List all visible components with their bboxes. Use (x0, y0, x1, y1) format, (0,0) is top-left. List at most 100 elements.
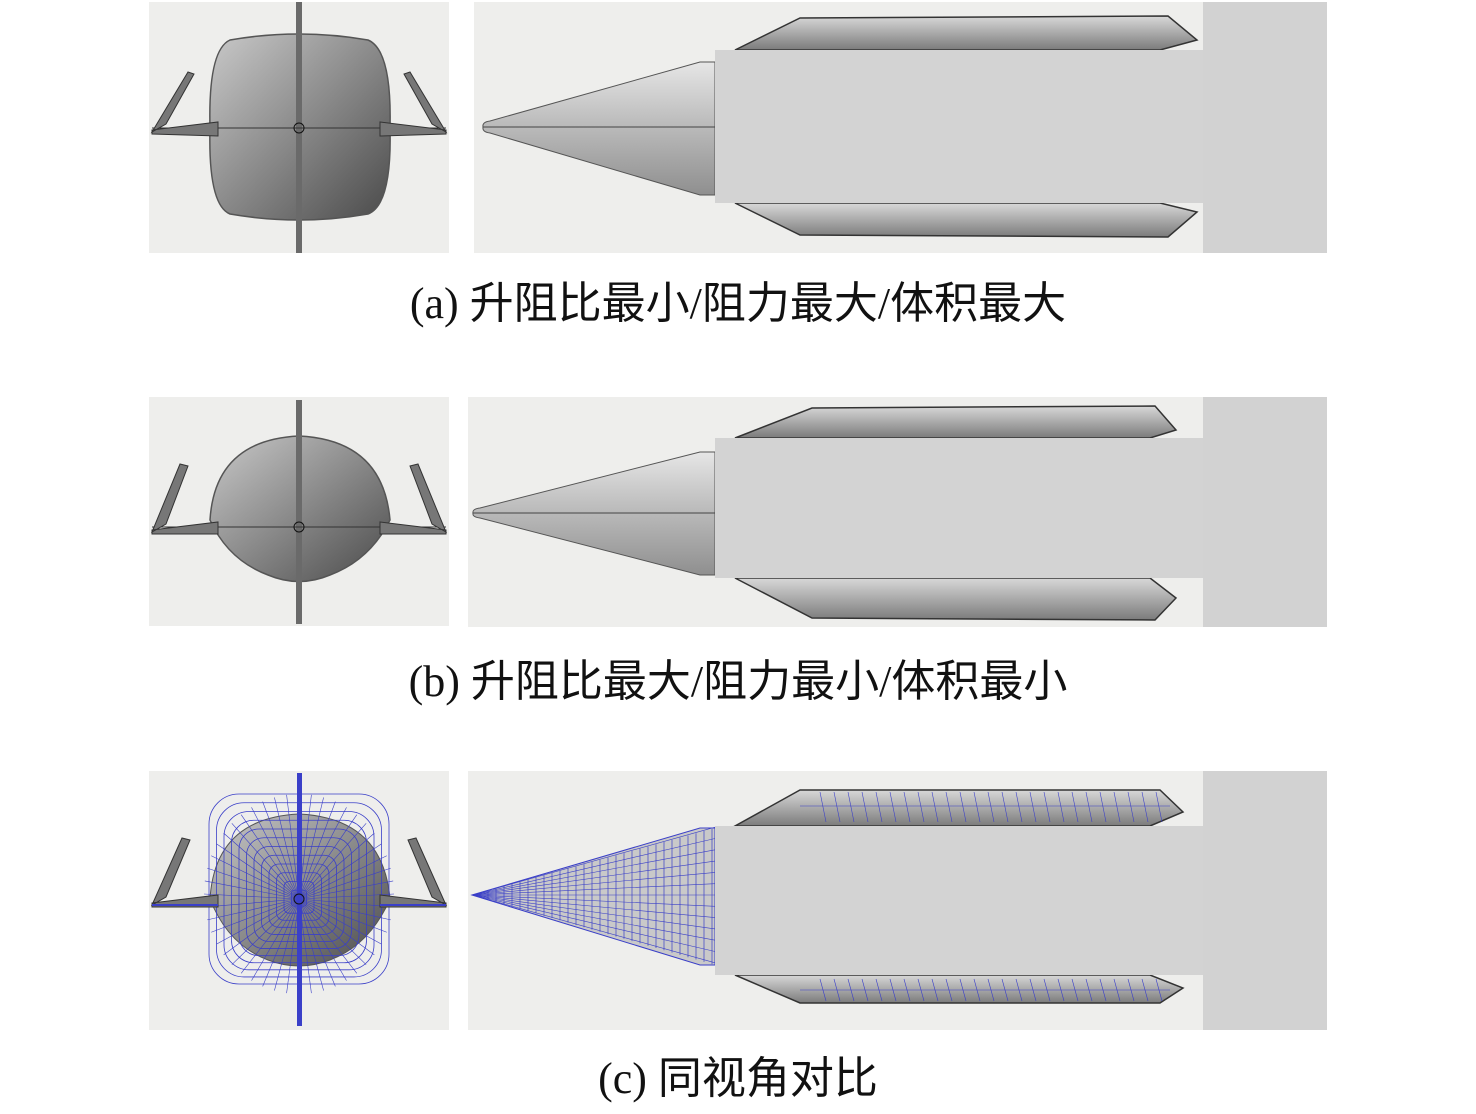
mesh-line (471, 838, 716, 896)
upper-fin (734, 15, 1199, 51)
mesh-line (987, 791, 995, 823)
mesh-line (471, 894, 716, 952)
row-b-front-view (149, 397, 449, 626)
vertical-fin (296, 400, 302, 624)
row-c-front-view (149, 771, 449, 1030)
mesh-line (1071, 791, 1079, 823)
mesh-line (298, 867, 391, 900)
mesh-line (204, 898, 300, 908)
mesh-line (1043, 791, 1051, 823)
caption-a: (a) 升阻比最小/阻力最大/体积最大 (409, 279, 1067, 328)
mesh-line (1029, 791, 1037, 823)
mesh-line (203, 893, 300, 900)
mesh-line (1001, 791, 1009, 823)
right-wing (379, 463, 448, 535)
left-wing (150, 71, 219, 137)
row-a-front-view (149, 2, 449, 253)
mesh-line (298, 898, 347, 981)
mesh-line (1099, 791, 1107, 823)
center-marker (293, 893, 305, 905)
row-c-side-view (468, 771, 1327, 1030)
mesh-line (471, 860, 716, 896)
upper-fin (734, 405, 1178, 439)
mesh-line (959, 791, 967, 823)
mesh-line (207, 898, 300, 921)
mesh-line (1085, 791, 1093, 823)
mesh-line (298, 797, 324, 900)
mesh-line (471, 883, 716, 896)
mesh-line (298, 807, 347, 900)
mesh-line (298, 823, 367, 900)
row-a-side-view (474, 2, 1327, 253)
fuselage-body (715, 50, 1203, 203)
mesh-line (298, 898, 324, 991)
mesh-line (889, 791, 897, 823)
mesh-line (240, 814, 300, 900)
fuselage-body (715, 438, 1203, 578)
mesh-line (471, 894, 716, 941)
mesh-line (298, 898, 382, 945)
mesh-line (274, 797, 300, 900)
mesh-line (240, 898, 300, 974)
mesh-line (298, 898, 387, 933)
mesh-line (945, 791, 953, 823)
mesh-line (251, 807, 300, 900)
mesh-line (471, 894, 716, 930)
mesh-line (298, 898, 358, 974)
mesh-line (298, 801, 336, 900)
mesh-line (207, 867, 300, 900)
lower-fin (734, 974, 1185, 1004)
mesh-line (471, 894, 716, 918)
right-wing (379, 71, 448, 137)
mesh-line (1015, 791, 1023, 823)
mesh-line (1127, 791, 1135, 823)
mesh-line (931, 791, 939, 823)
mesh-line (204, 880, 300, 900)
mesh-line (211, 898, 300, 933)
mesh-line (875, 791, 883, 823)
mesh-line (298, 898, 367, 965)
center-marker (293, 521, 305, 533)
mesh-line (262, 801, 300, 900)
mesh-line (298, 893, 395, 900)
mesh-line (471, 826, 716, 896)
mesh-line (298, 855, 387, 900)
mesh-line (471, 849, 716, 896)
mesh-line (274, 898, 300, 991)
mesh-line (903, 791, 911, 823)
upper-fin (732, 789, 1185, 827)
mesh-line (216, 898, 300, 945)
mesh-line (471, 872, 716, 896)
left-wing (150, 463, 219, 535)
mesh-line (223, 832, 300, 900)
mesh-line (216, 843, 300, 900)
mesh-line (298, 898, 394, 908)
mesh-line (973, 791, 981, 823)
mesh-line (819, 791, 827, 823)
mesh-line (861, 791, 869, 823)
mesh-line (286, 898, 300, 994)
mesh-line (298, 880, 394, 900)
mesh-line (211, 855, 300, 900)
mesh-line (223, 898, 300, 956)
wireframe-mesh-fins (800, 791, 1170, 1002)
mesh-line (298, 843, 382, 900)
mesh-line (917, 791, 925, 823)
mesh-line (298, 832, 375, 900)
mesh-line (286, 794, 300, 900)
mesh-line (1113, 791, 1121, 823)
mesh-line (251, 898, 300, 981)
mesh-line (298, 814, 358, 900)
mesh-line (847, 791, 855, 823)
row-b-side-view (468, 397, 1327, 627)
mesh-line (1141, 791, 1149, 823)
mesh-line (298, 898, 375, 956)
center-marker (293, 122, 305, 134)
fuselage-body (715, 826, 1203, 975)
mesh-line (471, 894, 716, 907)
mesh-line (1057, 791, 1065, 823)
mesh-line (231, 823, 300, 900)
lower-fin (734, 202, 1199, 238)
